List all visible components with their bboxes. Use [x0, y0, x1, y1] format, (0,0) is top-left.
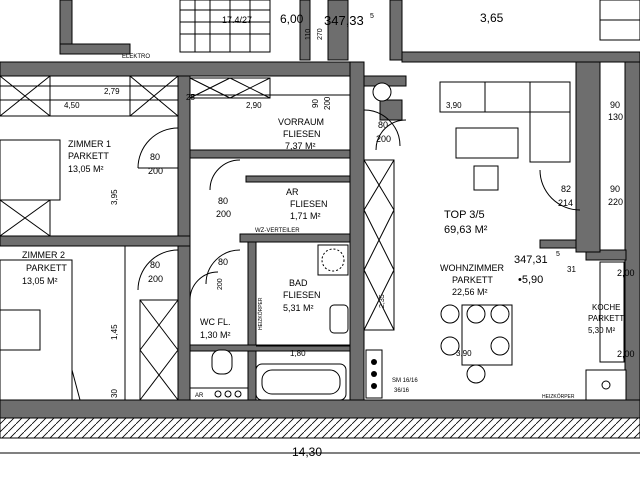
dim-6-00: 6,00 [280, 12, 304, 26]
wc-area: 1,30 M² [200, 330, 231, 340]
furniture-bedrooms [0, 139, 81, 401]
wc-name: WC FL. [200, 317, 231, 327]
bad-name: BAD [289, 278, 308, 288]
heizkorper-wohn: HEIZKÖRPER [542, 393, 575, 400]
dim-30: 30 [110, 389, 119, 398]
heizkorper-bad: HEIZKÖRPER [257, 297, 264, 330]
vorraum-name: VORRAUM [278, 117, 324, 127]
sm-sub: 36/16 [394, 388, 410, 394]
elevation-right-sup: 5 [556, 251, 560, 258]
bathroom-fixtures [189, 244, 383, 401]
top-unit-name: TOP 3/5 [444, 209, 485, 221]
dim-wohn-3-90: 3,90 [446, 101, 462, 110]
dim-3-95: 3,95 [110, 189, 119, 205]
door-right-90: 90 [610, 100, 620, 110]
zimmer2-floor: PARKETT [26, 263, 67, 273]
dim-270: 270 [317, 28, 324, 40]
elevation-top-sup: 5 [370, 13, 374, 20]
koche-area: 5,30 M² [588, 326, 615, 335]
zimmer1-area: 13,05 M² [68, 164, 104, 174]
door-right-130: 130 [608, 112, 623, 122]
doors [137, 109, 581, 301]
koche-floor: PARKETT [588, 314, 624, 323]
wohnzimmer-floor: PARKETT [452, 275, 493, 285]
door-hall-h: 200 [376, 134, 391, 144]
wz-verteiler: WZ-VERTEILER [255, 228, 300, 234]
outer-walls [0, 61, 640, 439]
door-ar-w: 80 [218, 196, 228, 206]
dim-2-90: 2,90 [246, 101, 262, 110]
wohnzimmer-area: 22,56 M² [452, 287, 488, 297]
vorraum-area: 7,37 M² [285, 141, 316, 151]
dim-1-45: 1,45 [110, 324, 119, 340]
door-vorraum-w: 90 [311, 99, 320, 108]
door-82: 82 [561, 184, 571, 194]
zimmer2-area: 13,05 M² [22, 276, 58, 286]
dim-k-2-00b: 2,00 [617, 349, 635, 359]
dim-25: 25 [186, 93, 195, 102]
door-zimmer1-h: 200 [148, 166, 163, 176]
furniture-living [372, 81, 627, 401]
zimmer1-floor: PARKETT [68, 151, 109, 161]
ar-tag: AR [195, 393, 204, 399]
interior-walls [0, 61, 601, 401]
bad-floor: FLIESEN [283, 290, 321, 300]
sm-label: SM 16/16 [392, 378, 418, 384]
elevation-right: 347,31 [514, 254, 548, 266]
ar-floor: FLIESEN [290, 199, 328, 209]
dim-1-80: 1,80 [290, 349, 306, 358]
door-zimmer2-h: 200 [148, 274, 163, 284]
elevation-top: 347,33 [324, 13, 364, 28]
top-unit-area: 69,63 M² [444, 224, 488, 236]
door-hall-w: 80 [378, 120, 388, 130]
dim-110: 110 [305, 29, 312, 40]
dim-3-65: 3,65 [480, 11, 504, 25]
koche-name: KOCHE [592, 303, 620, 312]
wardrobes [0, 75, 395, 401]
door-right-90b: 90 [610, 184, 620, 194]
dim-2-35: 2,35 [379, 294, 386, 308]
door-bad-h: 200 [217, 278, 224, 290]
stairwell [59, 0, 640, 63]
ar-area: 1,71 M² [290, 211, 321, 221]
dim-31: 31 [567, 265, 576, 274]
door-right-220: 220 [608, 197, 623, 207]
bad-area: 5,31 M² [283, 303, 314, 313]
elevation-neg: •5,90 [518, 274, 543, 286]
vorraum-floor: FLIESEN [283, 129, 321, 139]
zimmer2-name: ZIMMER 2 [22, 250, 65, 260]
zimmer1-name: ZIMMER 1 [68, 139, 111, 149]
dim-k-2-00: 2,00 [617, 268, 635, 278]
door-vorraum-h: 200 [323, 96, 332, 110]
ar-name: AR [286, 187, 299, 197]
elektro-label: ELEKTRO [122, 54, 150, 60]
door-ar-h: 200 [216, 209, 231, 219]
dim-wohn-3-90b: 3,90 [456, 349, 472, 358]
door-214: 214 [558, 198, 573, 208]
stair-label: 17.4/27 [222, 15, 252, 25]
dimension-lines [0, 85, 640, 454]
dim-4-50: 4,50 [64, 101, 80, 110]
door-zimmer2-w: 80 [150, 260, 160, 270]
door-bad-w: 80 [218, 257, 228, 267]
wohnzimmer-name: WOHNZIMMER [440, 263, 504, 273]
total-width: 14,30 [292, 445, 322, 459]
dim-2-79: 2,79 [104, 87, 120, 96]
door-zimmer1-w: 80 [150, 152, 160, 162]
